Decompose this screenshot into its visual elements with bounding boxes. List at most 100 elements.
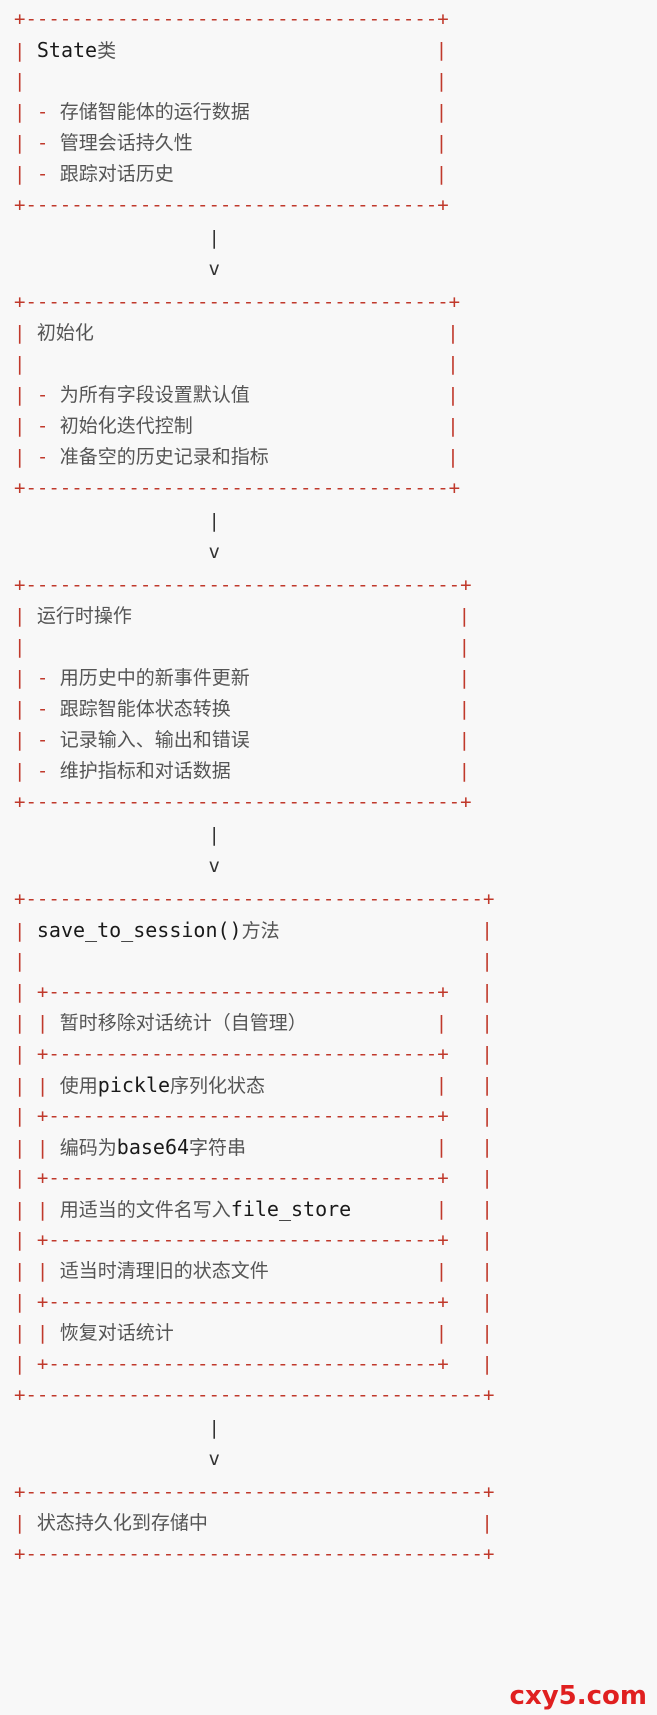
- box-title: 初始化: [36, 322, 94, 344]
- list-item-text: 记录输入、输出和错误: [59, 729, 250, 751]
- box-top-border: +------------------------------------+: [14, 8, 449, 30]
- box-list-item: | - 跟踪智能体状态转换|: [14, 692, 470, 726]
- box-right-edge: |: [458, 729, 471, 751]
- box-title-code: save_to_session(): [36, 918, 242, 942]
- box-right-edge: |: [481, 1260, 493, 1282]
- box-list-item: | - 准备空的历史记录和指标|: [14, 440, 459, 474]
- list-item-text: 跟踪智能体状态转换: [59, 698, 231, 720]
- box-right-edge: |: [435, 39, 448, 61]
- inner-right-edge: |: [435, 1136, 448, 1158]
- list-item-text: 管理会话持久性: [59, 132, 193, 154]
- box-title: 状态持久化到存储中: [36, 1512, 208, 1534]
- inner-step: | | 暂时移除对话统计（自管理）||: [14, 1006, 493, 1040]
- list-item-text: 存储智能体的运行数据: [59, 101, 250, 123]
- list-item-text: 维护指标和对话数据: [59, 760, 231, 782]
- watermark-logo: cxy5.com: [509, 1681, 647, 1711]
- box-right-edge: |: [481, 1136, 493, 1158]
- box-list-item: | - 跟踪对话历史|: [14, 157, 447, 191]
- box-title-line: | 状态持久化到存储中|: [14, 1506, 493, 1540]
- arrow-head: v: [14, 258, 220, 280]
- box-bottom-border: +------------------------------------+: [14, 194, 449, 216]
- box-right-edge: |: [481, 981, 493, 1003]
- box-title-code: State: [36, 38, 98, 62]
- box-title: 运行时操作: [36, 605, 132, 627]
- box-title-line: | State类|: [14, 33, 447, 67]
- box-title: 方法: [241, 920, 280, 942]
- box-list-item: | - 维护指标和对话数据|: [14, 754, 470, 788]
- box-right-edge: |: [481, 1229, 493, 1251]
- box-bottom-border: +--------------------------------------+: [14, 791, 472, 813]
- arrow-head: v: [14, 541, 220, 563]
- inner-border: | +----------------------------------+|: [14, 1161, 493, 1195]
- box-right-edge: |: [435, 132, 448, 154]
- arrow-head: v: [14, 1448, 220, 1470]
- box-top-border: +---------------------------------------…: [14, 1481, 495, 1503]
- box-list-item: | - 管理会话持久性|: [14, 126, 447, 160]
- step-text: 使用: [59, 1075, 98, 1097]
- box-list-item: | - 初始化迭代控制|: [14, 409, 459, 443]
- box-right-edge: |: [481, 1353, 493, 1375]
- box-right-edge: |: [481, 1198, 493, 1220]
- box-right-edge: |: [481, 950, 493, 972]
- box-blank-line: ||: [14, 347, 459, 381]
- box-blank-line: ||: [14, 630, 470, 664]
- step-text: 用适当的文件名写入: [59, 1199, 231, 1221]
- box-right-edge: |: [458, 760, 471, 782]
- box-bottom-border: +---------------------------------------…: [14, 1384, 495, 1406]
- step-text: 编码为: [59, 1137, 117, 1159]
- box-right-edge: |: [447, 415, 459, 437]
- box-bottom-border: +---------------------------------------…: [14, 1543, 495, 1565]
- inner-step: | | 用适当的文件名写入file_store||: [14, 1192, 493, 1226]
- box-bottom-border: +-------------------------------------+: [14, 477, 461, 499]
- step-text: 恢复对话统计: [59, 1322, 174, 1344]
- inner-border: | +----------------------------------+|: [14, 975, 493, 1009]
- box-right-edge: |: [481, 1012, 493, 1034]
- box-title-line: | save_to_session()方法|: [14, 913, 493, 947]
- box-list-item: | - 记录输入、输出和错误|: [14, 723, 470, 757]
- step-text: base64: [116, 1135, 190, 1159]
- step-text: file_store: [230, 1197, 352, 1221]
- inner-step: | | 恢复对话统计||: [14, 1316, 493, 1350]
- box-list-item: | - 用历史中的新事件更新|: [14, 661, 470, 695]
- box-top-border: +---------------------------------------…: [14, 888, 495, 910]
- inner-right-edge: |: [435, 1074, 448, 1096]
- arrow-stem: |: [14, 824, 220, 846]
- box-right-edge: |: [447, 322, 459, 344]
- list-item-text: 准备空的历史记录和指标: [59, 446, 269, 468]
- inner-border: | +----------------------------------+|: [14, 1099, 493, 1133]
- inner-step: | | 使用pickle序列化状态||: [14, 1068, 493, 1102]
- inner-step: | | 编码为base64字符串||: [14, 1130, 493, 1164]
- box-right-edge: |: [447, 446, 459, 468]
- step-text: 字符串: [189, 1137, 247, 1159]
- box-right-edge: |: [458, 605, 471, 627]
- step-text: 暂时移除对话统计（自管理）: [59, 1012, 307, 1034]
- inner-border: | +----------------------------------+|: [14, 1347, 493, 1381]
- list-item-text: 为所有字段设置默认值: [59, 384, 250, 406]
- box-right-edge: |: [458, 667, 471, 689]
- inner-border: | +----------------------------------+|: [14, 1223, 493, 1257]
- box-right-edge: |: [458, 698, 471, 720]
- list-item-text: 初始化迭代控制: [59, 415, 193, 437]
- box-right-edge: |: [447, 353, 459, 375]
- step-text: 适当时清理旧的状态文件: [59, 1260, 269, 1282]
- box-right-edge: |: [481, 919, 493, 941]
- arrow-stem: |: [14, 227, 220, 249]
- step-text: pickle: [97, 1073, 171, 1097]
- arrow-stem: |: [14, 510, 220, 532]
- inner-right-edge: |: [435, 1012, 448, 1034]
- box-right-edge: |: [435, 163, 448, 185]
- box-top-border: +--------------------------------------+: [14, 574, 472, 596]
- box-right-edge: |: [435, 70, 448, 92]
- list-item-text: 用历史中的新事件更新: [59, 667, 250, 689]
- box-list-item: | - 为所有字段设置默认值|: [14, 378, 459, 412]
- inner-border: | +----------------------------------+|: [14, 1285, 493, 1319]
- step-text: 序列化状态: [170, 1075, 266, 1097]
- box-right-edge: |: [447, 384, 459, 406]
- inner-right-edge: |: [435, 1260, 448, 1282]
- box-right-edge: |: [481, 1167, 493, 1189]
- arrow-head: v: [14, 855, 220, 877]
- box-title: 类: [97, 40, 117, 62]
- box-blank-line: ||: [14, 944, 493, 978]
- box-right-edge: |: [481, 1291, 493, 1313]
- box-title-line: | 初始化|: [14, 316, 459, 350]
